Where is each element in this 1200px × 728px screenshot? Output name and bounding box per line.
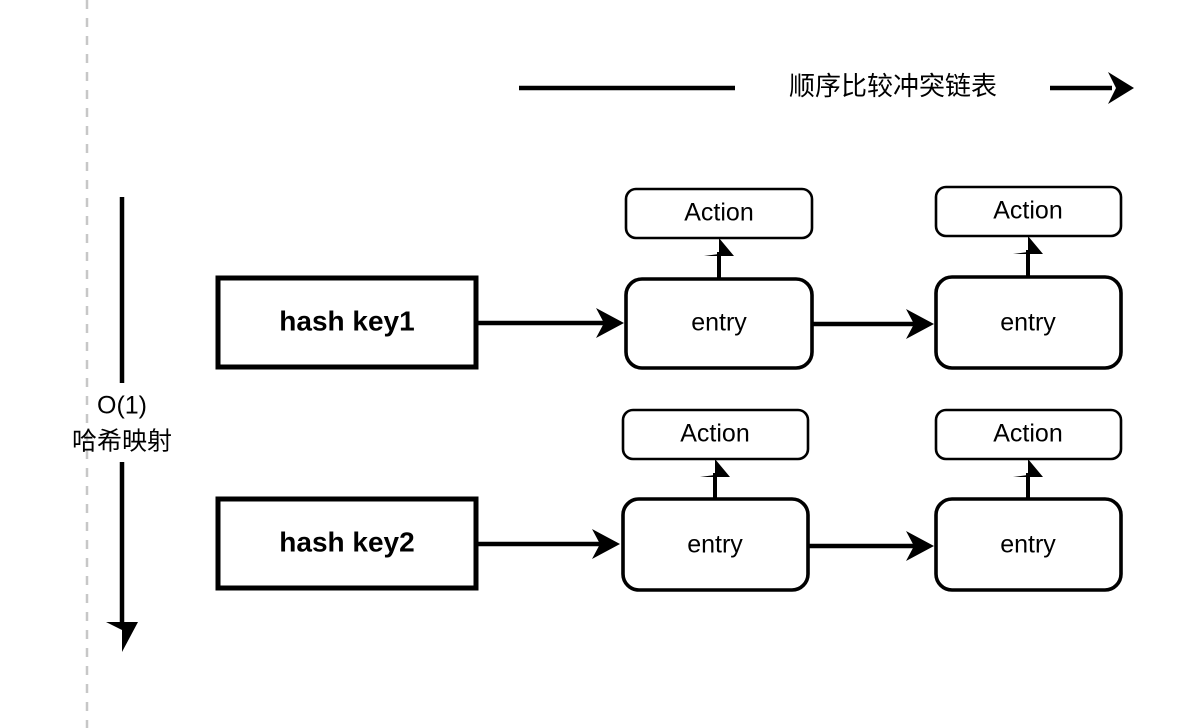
action-box-2-2[interactable]: Action (934, 408, 1123, 461)
action-box-1-2-shape[interactable] (934, 185, 1123, 238)
entry-box-1-2-label: entry (1000, 309, 1056, 337)
action-box-2-1[interactable]: Action (621, 408, 810, 461)
entry2-1-to-action-arrowhead-icon (700, 459, 730, 477)
key1-to-entry1-arrowhead-icon (596, 308, 624, 338)
axis-arrow-head-icon (106, 622, 138, 652)
hash-key-box-1[interactable]: hash key1 (215, 275, 479, 370)
axis-label-mapping: 哈希映射 (72, 428, 172, 456)
entry2-2-to-action-arrow (1013, 459, 1043, 499)
hash-key-box-1-shape[interactable] (215, 275, 479, 370)
entry-box-2-1-label: entry (687, 531, 743, 559)
bucket-row-1: hash key1 entry Action (215, 185, 1123, 370)
entry1-2-to-action-arrow (1013, 236, 1043, 277)
action-box-2-1-shape[interactable] (621, 408, 810, 461)
hash-key-box-2-label: hash key2 (279, 526, 414, 557)
entry-box-1-1-label: entry (691, 309, 747, 337)
entry-box-2-1[interactable]: entry (621, 497, 810, 592)
action-box-2-1-label: Action (680, 420, 749, 448)
key2-to-entry1-arrowhead-icon (592, 529, 620, 559)
entry2-1-to-entry2-2-arrowhead-icon (906, 531, 934, 561)
header-arrow-label: 顺序比较冲突链表 (789, 71, 997, 101)
entry1-1-to-entry1-2-arrow (812, 309, 934, 339)
action-box-1-2-label: Action (993, 197, 1062, 225)
hash-key-box-2[interactable]: hash key2 (215, 496, 479, 591)
entry1-1-to-entry1-2-arrowhead-icon (906, 309, 934, 339)
entry-box-1-2[interactable]: entry (934, 275, 1123, 370)
key2-to-entry1-arrow (476, 529, 620, 559)
entry-box-1-1[interactable]: entry (624, 277, 814, 370)
header-arrow-head-icon (1108, 72, 1134, 104)
entry2-1-to-entry2-2-arrow (808, 531, 934, 561)
entry2-2-to-action-arrowhead-icon (1013, 459, 1043, 477)
action-box-1-2[interactable]: Action (934, 185, 1123, 238)
entry2-1-to-action-arrow (700, 459, 730, 499)
entry-box-2-2[interactable]: entry (934, 497, 1123, 592)
action-box-1-1[interactable]: Action (624, 187, 814, 240)
sequential-compare-arrow: 顺序比较冲突链表 (519, 71, 1134, 104)
bucket-row-2: hash key2 entry Action (215, 408, 1123, 592)
entry-box-2-2-label: entry (1000, 531, 1056, 559)
key1-to-entry1-arrow (476, 308, 624, 338)
entry1-2-to-action-arrowhead-icon (1013, 236, 1043, 254)
hash-key-box-1-label: hash key1 (279, 305, 414, 336)
entry1-1-to-action-arrowhead-icon (704, 238, 734, 256)
action-box-2-2-shape[interactable] (934, 408, 1123, 461)
axis-label-complexity: O(1) (97, 392, 147, 420)
hash-mapping-axis-arrow: O(1) 哈希映射 (72, 197, 172, 652)
action-box-1-1-label: Action (684, 199, 753, 227)
action-box-2-2-label: Action (993, 420, 1062, 448)
entry1-1-to-action-arrow (704, 238, 734, 279)
